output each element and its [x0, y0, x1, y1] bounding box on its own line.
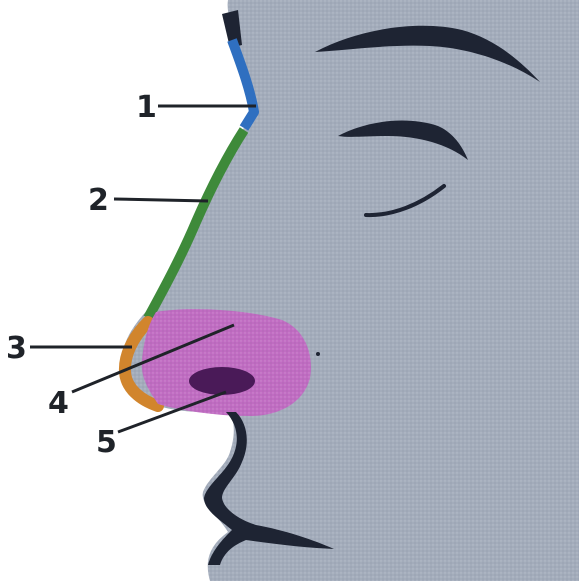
leader-line-2: [114, 199, 208, 201]
label-2: 2: [88, 183, 109, 218]
region-5-nostril: [189, 367, 255, 395]
label-1: 1: [136, 90, 157, 125]
skin-speck: [316, 352, 320, 356]
skin-texture: [122, 0, 579, 581]
label-4: 4: [48, 386, 69, 421]
label-5: 5: [96, 425, 117, 460]
label-3: 3: [6, 331, 27, 366]
ala-texture: [142, 309, 311, 416]
